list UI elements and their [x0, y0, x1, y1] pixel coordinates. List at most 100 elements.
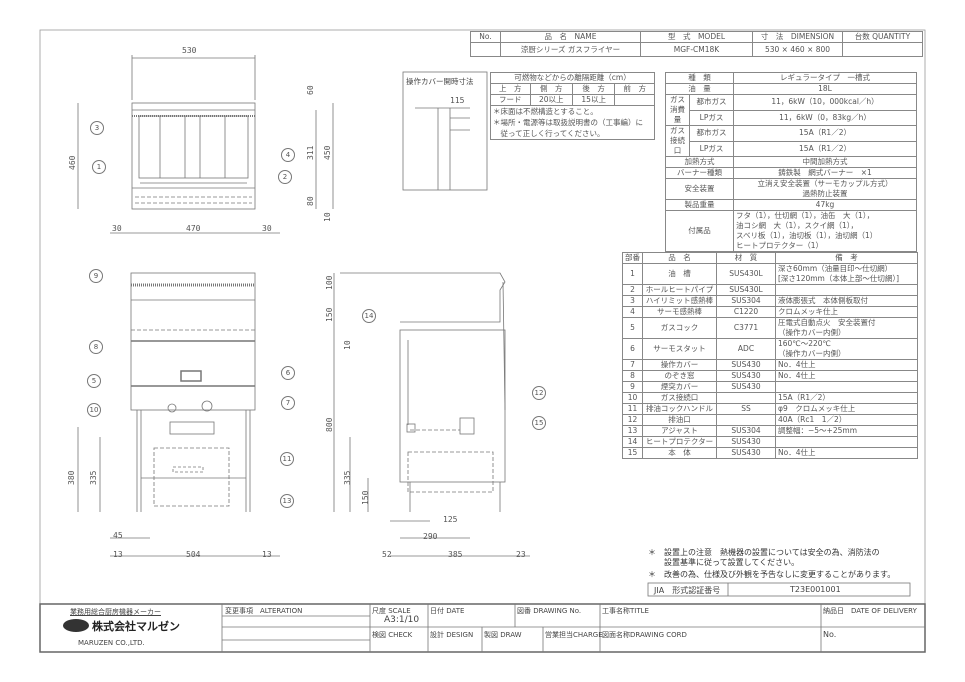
part-balloon-2: 2: [278, 170, 292, 184]
spec-label: ガス消費量: [665, 94, 690, 126]
clearance-note: 従って正しく行ってください。: [493, 129, 605, 138]
dim-rim: 10: [343, 340, 352, 350]
part-remark: 液体膨張式 本体側板取付: [778, 296, 868, 305]
part-remark: [深さ120mm（本体上部〜仕切網）]: [778, 274, 900, 283]
dim-width: 530: [182, 46, 197, 55]
part-material: SS: [716, 403, 776, 415]
part-balloon-6: 6: [281, 366, 295, 380]
dim-gas-offset: 45: [113, 531, 123, 540]
spec-burner: 鋳鉄製 網式バーナー ×1: [733, 167, 917, 179]
part-balloon-4: 4: [281, 148, 295, 162]
front-view: [77, 272, 280, 557]
spec-label: 安全装置: [665, 178, 734, 200]
col-no: No.: [470, 31, 501, 43]
top-view: [77, 55, 334, 234]
part-name: ヒートプロテクター: [642, 436, 717, 448]
part-name: 煙突カバー: [642, 381, 717, 393]
part-number: 12: [622, 414, 643, 426]
product-quantity: [842, 42, 923, 57]
title-block-lines: [39, 603, 926, 653]
spec-consumption-city: 11，6kW（10，000kcal／h）: [733, 94, 917, 111]
design-label: 設計 DESIGN: [430, 631, 474, 639]
part-balloon-13: 13: [280, 494, 294, 508]
part-number: 11: [622, 403, 643, 415]
spec-heating: 中間加熱方式: [733, 156, 917, 168]
part-name: のぞき窓: [642, 370, 717, 382]
part-balloon-1: 1: [92, 160, 106, 174]
drawing-cord-label: 図面名称DRAWING CORD: [602, 631, 687, 639]
part-material: C3771: [716, 317, 776, 339]
note-line: ＊ 改善の為、仕様及び外観を予告なしに変更することがあります。: [648, 570, 896, 579]
note-line: ＊ 設置上の注意 熱機器の設置については安全の為、消防法の: [648, 548, 880, 557]
company-name-en: MARUZEN CO.,LTD.: [78, 639, 145, 647]
dim-drain-height-side: 335: [343, 470, 352, 485]
row-no: [470, 42, 501, 57]
part-number: 9: [622, 381, 643, 393]
part-name: サーモスタット: [642, 338, 717, 360]
part-balloon-3: 3: [90, 121, 104, 135]
spec-sublabel: 都市ガス: [689, 94, 734, 111]
part-balloon-8: 8: [89, 340, 103, 354]
spec-label: バーナー種類: [665, 167, 734, 179]
dim-inner-width: 470: [186, 224, 201, 233]
part-remark: （操作カバー内側）: [778, 328, 846, 337]
part-number: 8: [622, 370, 643, 382]
dim-front-overhang: 52: [382, 550, 392, 559]
col-model: 型 式 MODEL: [640, 31, 753, 43]
spec-sublabel: 都市ガス: [689, 125, 734, 142]
parts-header: 品 名: [642, 252, 717, 264]
part-name: ホールヒートパイプ: [642, 284, 717, 296]
dim-leg-span: 504: [186, 550, 201, 559]
part-balloon-7: 7: [281, 396, 295, 410]
date-label: 日付 DATE: [430, 607, 465, 615]
part-remark: 圧電式自動点火 安全装置付: [778, 318, 876, 327]
clearance-value: 20以上: [529, 94, 573, 106]
part-number: 3: [622, 295, 643, 307]
side-view: [333, 272, 530, 557]
part-name: 排油コックハンドル: [642, 403, 717, 415]
part-name: ガスコック: [642, 317, 717, 339]
spec-safety: 立消え安全装置（サーモカップル方式）: [757, 179, 893, 188]
note-line: 設置基準に従って設置してください。: [648, 558, 800, 567]
company-logo-icon: [63, 619, 89, 632]
spec-label: 種 類: [665, 72, 734, 84]
parts-header: 材 質: [716, 252, 776, 264]
clearance-note: ＊床面は不燃構造とすること。: [493, 107, 598, 116]
part-remark: φ9 クロムメッキ仕上: [778, 404, 856, 413]
scale-value: A3:1/10: [384, 615, 420, 625]
clearance-box-title: 操作カバー開時寸法: [406, 77, 474, 86]
clearance-note: ＊場所・電源等は取扱説明書の（工事編）に: [493, 118, 643, 127]
clearance-header: 上 方: [490, 83, 531, 95]
clearance-value: [614, 94, 655, 106]
part-number: 4: [622, 306, 643, 318]
part-remark: No．4仕上: [778, 448, 816, 457]
part-material: SUS430: [716, 370, 776, 382]
spec-accessory: 油コシ網 大（1），スクイ網（1），: [736, 221, 859, 230]
dim-leg-depth: 385: [448, 550, 463, 559]
dim-tank-depth: 311: [306, 145, 315, 160]
part-name: ハイリミット感熱棒: [642, 295, 717, 307]
part-number: 1: [622, 263, 643, 285]
clearance-value: 15以上: [571, 94, 616, 106]
part-remark: 40A（Rc1 1／2）: [778, 415, 847, 424]
spec-accessory: ヒートプロテクター（1）: [736, 241, 823, 250]
part-remark: No．4仕上: [778, 371, 816, 380]
title-label: 工事名称TITLE: [602, 607, 649, 615]
spec-connection-lp: 15A（R1／2）: [733, 140, 917, 157]
col-name: 品 名 NAME: [500, 31, 641, 43]
spec-weight: 47kg: [733, 199, 917, 211]
part-balloon-11: 11: [280, 452, 294, 466]
dim-depth: 460: [68, 155, 77, 170]
spec-safety: 過熱防止装置: [802, 189, 848, 198]
part-number: 10: [622, 392, 643, 404]
part-material: SUS430: [716, 381, 776, 393]
